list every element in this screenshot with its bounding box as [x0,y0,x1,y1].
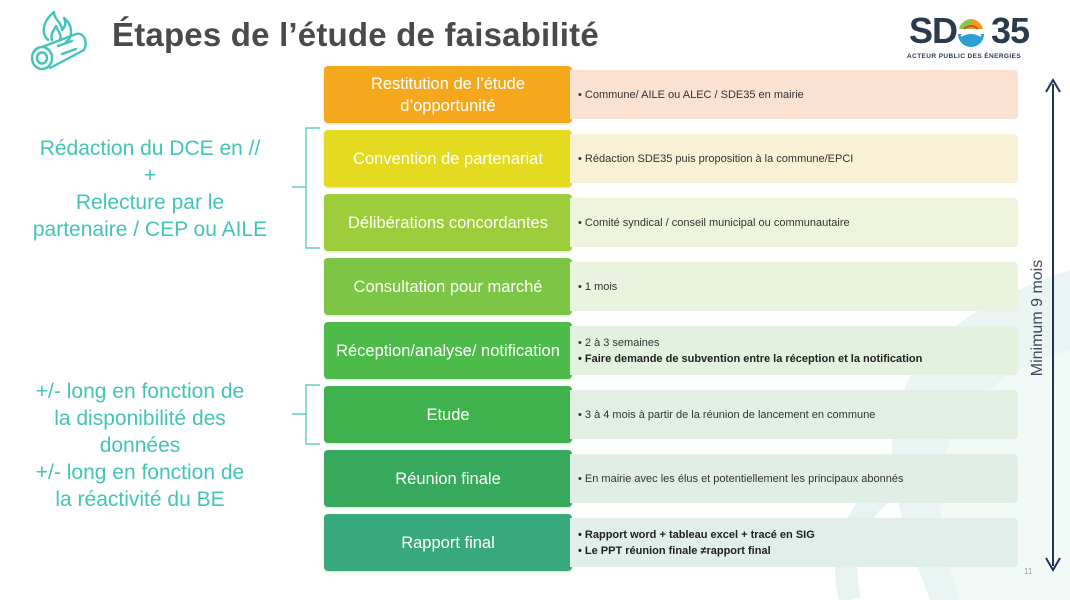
step-consultation: Consultation pour marché • 1 mois [324,258,1018,315]
step-description: • 3 à 4 mois à partir de la réunion de l… [570,390,1018,439]
step-label: Convention de partenariat [324,130,572,187]
step-description: • 2 à 3 semaines • Faire demande de subv… [570,326,1018,375]
step-reunion-finale: Réunion finale • En mairie avec les élus… [324,450,1018,507]
step-label: Délibérations concordantes [324,194,572,251]
step-convention: Convention de partenariat • Rédaction SD… [324,130,1018,187]
step-label: Réunion finale [324,450,572,507]
step-label: Etude [324,386,572,443]
side-note-duration-factors: +/- long en fonction de la disponibilité… [35,380,245,511]
step-description: • Rédaction SDE35 puis proposition à la … [570,134,1018,183]
step-rapport-final: Rapport final • Rapport word + tableau e… [324,514,1018,571]
page-title: Étapes de l’étude de faisabilité [112,16,599,53]
step-label: Restitution de l’étude d’opportunité [324,66,572,123]
side-note-redaction: Rédaction du DCE en // + Relecture par l… [32,137,268,241]
step-restitution: Restitution de l’étude d’opportunité • C… [324,66,1018,123]
step-description: • Commune/ AILE ou ALEC / SDE35 en mairi… [570,70,1018,119]
step-description: • Comité syndical / conseil municipal ou… [570,198,1018,247]
step-description: • En mairie avec les élus et potentielle… [570,454,1018,503]
step-description: • 1 mois [570,262,1018,311]
brand-tagline: ACTEUR PUBLIC DES ÉNERGIES [907,53,1022,60]
duration-label: Minimum 9 mois [1029,259,1046,377]
step-label: Rapport final [324,514,572,571]
step-deliberations: Délibérations concordantes • Comité synd… [324,194,1018,251]
page-number: 11 [1024,567,1033,576]
step-description: • Rapport word + tableau excel + tracé e… [570,518,1018,567]
step-label: Consultation pour marché [324,258,572,315]
wood-log-flame-icon [30,10,87,71]
globe-icon [957,18,985,47]
step-reception: Réception/analyse/ notification • 2 à 3 … [324,322,1018,379]
step-etude: Etude • 3 à 4 mois à partir de la réunio… [324,386,1018,443]
step-label: Réception/analyse/ notification [324,322,572,379]
